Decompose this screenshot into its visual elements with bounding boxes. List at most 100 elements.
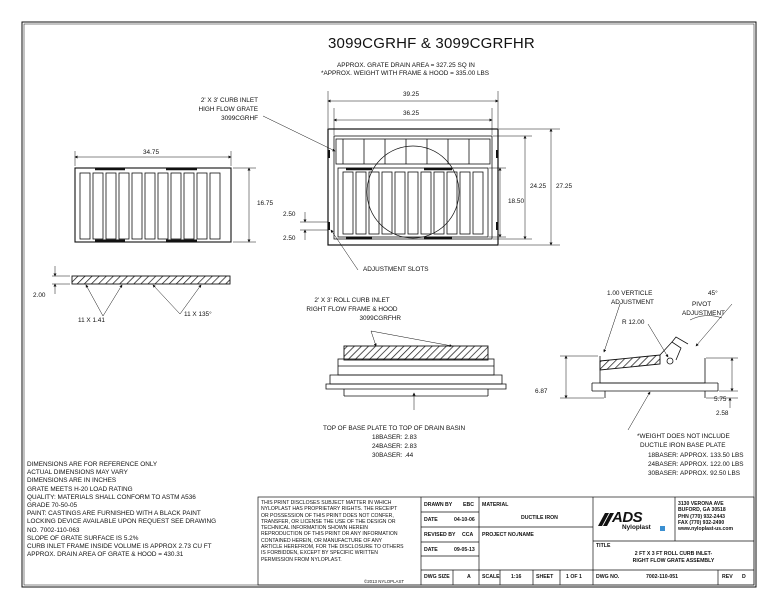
nyloplast-logo: Nyloplast bbox=[622, 524, 651, 531]
dwg-size-label: DWG SIZE bbox=[424, 574, 450, 580]
note-item: ACTUAL DIMENSIONS MAY VARY bbox=[27, 469, 128, 477]
ads-logo-mark bbox=[598, 513, 614, 526]
sheet-title-line2: RIGHT FLOW GRATE ASSEMBLY bbox=[632, 558, 715, 564]
dim-slot-top: 2.50 bbox=[283, 211, 296, 218]
rev-value: D bbox=[742, 574, 746, 580]
date-value: 04-10-06 bbox=[454, 517, 475, 523]
weight-note-line5: 30BASER: APPROX. 92.50 LBS bbox=[648, 470, 741, 477]
drawn-by-value: EBC bbox=[463, 502, 474, 508]
dim-grate-depth: 18.50 bbox=[508, 198, 524, 205]
angle-label: 45° bbox=[708, 290, 718, 297]
disclaimer-line: CONTAINED HEREIN, OR MANUFACTURE OF ANY bbox=[261, 537, 383, 544]
dim-slot-bottom: 2.50 bbox=[283, 235, 296, 242]
base-note-30: 30BASER: .44 bbox=[372, 452, 414, 459]
address-line: FAX (770) 932-2490 bbox=[678, 519, 725, 526]
disclaimer-line: ARTICLE HEREFROM, FOR THE DISCLOSURE TO … bbox=[261, 544, 404, 551]
company-address: 3130 VERONA AVE BUFORD, GA 30518 PHN (77… bbox=[678, 501, 733, 532]
note-item: GRADE 70-50-05 bbox=[27, 502, 78, 510]
dim-side-height: 6.87 bbox=[535, 388, 548, 395]
callout-bar-angle: 11 X 135° bbox=[184, 311, 212, 318]
disclaimer-line: PERMISSION FROM NYLOPLAST. bbox=[261, 556, 342, 563]
note-item: CURB INLET FRAME INSIDE VOLUME IS APPROX… bbox=[27, 543, 212, 551]
dim-grate-height: 16.75 bbox=[257, 200, 273, 207]
dim-grate-width: 34.75 bbox=[143, 149, 159, 156]
front-label-line2: RIGHT FLOW FRAME & HOOD bbox=[306, 306, 398, 313]
revised-by-value: CCA bbox=[462, 532, 474, 538]
base-note-18: 18BASER: 2.83 bbox=[372, 434, 417, 441]
rev-label: REV bbox=[722, 574, 733, 580]
sheet-label: SHEET bbox=[536, 574, 554, 580]
drawn-by-label: DRAWN BY bbox=[424, 502, 453, 508]
pivot-label-line2: ADJUSTMENT bbox=[682, 310, 725, 317]
title-label: TITLE bbox=[596, 543, 611, 549]
date-label: DATE bbox=[424, 517, 438, 523]
pivot-label-line1: PIVOT bbox=[692, 301, 712, 308]
vertical-adjust-line2: ADJUSTMENT bbox=[611, 299, 654, 306]
weight-note-line4: 24BASER: APPROX. 122.00 LBS bbox=[648, 461, 744, 468]
drawing-title: 3099CGRHF & 3099CGRFHR bbox=[328, 35, 535, 52]
note-item: PAINT: CASTINGS ARE FURNISHED WITH A BLA… bbox=[27, 510, 201, 518]
dim-outer-depth: 27.25 bbox=[556, 183, 572, 190]
dwg-no-label: DWG NO. bbox=[596, 574, 620, 580]
disclaimer-line: NYLOPLAST HAS PROPRIETARY RIGHTS. THE RE… bbox=[261, 506, 398, 513]
disclaimer-line: THIS PRINT DISCLOSES SUBJECT MATTER IN W… bbox=[261, 500, 392, 506]
approx-weight: *APPROX. WEIGHT WITH FRAME & HOOD = 335.… bbox=[321, 70, 490, 77]
disclaimer-line: TECHNICAL INFORMATION SHOWN HEREIN bbox=[261, 525, 368, 532]
radius-label: R 12.00 bbox=[622, 319, 645, 326]
front-label-line1: 2' X 3' ROLL CURB INLET bbox=[314, 297, 390, 304]
dwg-no-value: 7002-110-051 bbox=[646, 574, 679, 580]
material-value: DUCTILE IRON bbox=[521, 515, 558, 521]
dim-side-base: 2.58 bbox=[716, 410, 729, 417]
front-view bbox=[325, 345, 507, 397]
plan-label-line3: 3099CGRHF bbox=[221, 115, 258, 122]
address-line: www.nyloplast-us.com bbox=[678, 526, 734, 533]
sheet-value: 1 OF 1 bbox=[566, 574, 582, 580]
address-line: 3130 VERONA AVE bbox=[678, 501, 724, 507]
scale-label: SCALE bbox=[482, 574, 500, 580]
copyright: ©2013 NYLOPLAST bbox=[364, 579, 405, 584]
side-view bbox=[591, 336, 719, 398]
title-block-lines bbox=[257, 496, 755, 586]
date2-label: DATE bbox=[424, 547, 438, 553]
grate-section bbox=[71, 275, 231, 285]
note-item: APPROX. DRAIN AREA OF GRATE & HOOD = 430… bbox=[27, 551, 184, 559]
plan-view-frame bbox=[327, 128, 499, 246]
revised-by-label: REVISED BY bbox=[424, 532, 456, 538]
project-label: PROJECT NO./NAME bbox=[482, 532, 534, 538]
note-item: QUALITY: MATERIALS SHALL CONFORM TO ASTM… bbox=[27, 493, 196, 501]
disclaimer-line: IS FORBIDDEN, EXCEPT BY SPECIFIC WRITTEN bbox=[261, 550, 378, 557]
note-item: DIMENSIONS ARE IN INCHES bbox=[27, 477, 117, 485]
dim-side-height2: 5.75 bbox=[714, 396, 727, 403]
note-item: SLOPE OF GRATE SURFACE IS 5.2% bbox=[27, 534, 139, 542]
proprietary-disclaimer: THIS PRINT DISCLOSES SUBJECT MATTER IN W… bbox=[261, 500, 404, 563]
scale-value: 1:16 bbox=[511, 574, 522, 580]
weight-note-line1: *WEIGHT DOES NOT INCLUDE bbox=[637, 433, 730, 440]
note-item: GRATE MEETS H-20 LOAD RATING bbox=[27, 485, 133, 493]
note-item: NO. 7002-110-063 bbox=[27, 526, 80, 534]
note-item: LOCKING DEVICE AVAILABLE UPON REQUEST SE… bbox=[27, 518, 217, 526]
plan-label-line1: 2' X 3' CURB INLET bbox=[200, 97, 258, 104]
adjustment-slots-label: ADJUSTMENT SLOTS bbox=[363, 266, 429, 273]
plan-label-line2: HIGH FLOW GRATE bbox=[198, 106, 258, 113]
sheet-title-line1: 2 FT X 3 FT ROLL CURB INLET- bbox=[634, 551, 713, 557]
general-notes: DIMENSIONS ARE FOR REFERENCE ONLY ACTUAL… bbox=[27, 461, 216, 559]
callout-bar-width: 11 X 1.41 bbox=[78, 317, 105, 324]
dwg-size-value: A bbox=[467, 574, 471, 580]
base-note-24: 24BASER: 2.83 bbox=[372, 443, 417, 450]
weight-note-line2: DUCTILE IRON BASE PLATE bbox=[640, 442, 726, 449]
dim-depth: 24.25 bbox=[530, 183, 546, 190]
address-line: BUFORD, GA 30518 bbox=[678, 507, 726, 514]
vertical-adjust-line1: 1.00 VERTICLE bbox=[607, 290, 653, 297]
dim-inner-width: 36.25 bbox=[403, 110, 419, 117]
ads-logo: ADS bbox=[612, 509, 643, 526]
disclaimer-line: REPRODUCTION OF THIS PRINT OR ANY INFORM… bbox=[261, 531, 398, 538]
grate-view bbox=[74, 167, 232, 243]
weight-note-line3: 18BASER: APPROX. 133.50 LBS bbox=[648, 452, 744, 459]
base-note-title: TOP OF BASE PLATE TO TOP OF DRAIN BASIN bbox=[323, 425, 466, 432]
front-label-line3: 3099CGRFHR bbox=[359, 315, 401, 322]
dim-outer-width: 39.25 bbox=[403, 91, 419, 98]
date2-value: 09-05-13 bbox=[454, 547, 475, 553]
material-label: MATERIAL bbox=[482, 502, 509, 508]
